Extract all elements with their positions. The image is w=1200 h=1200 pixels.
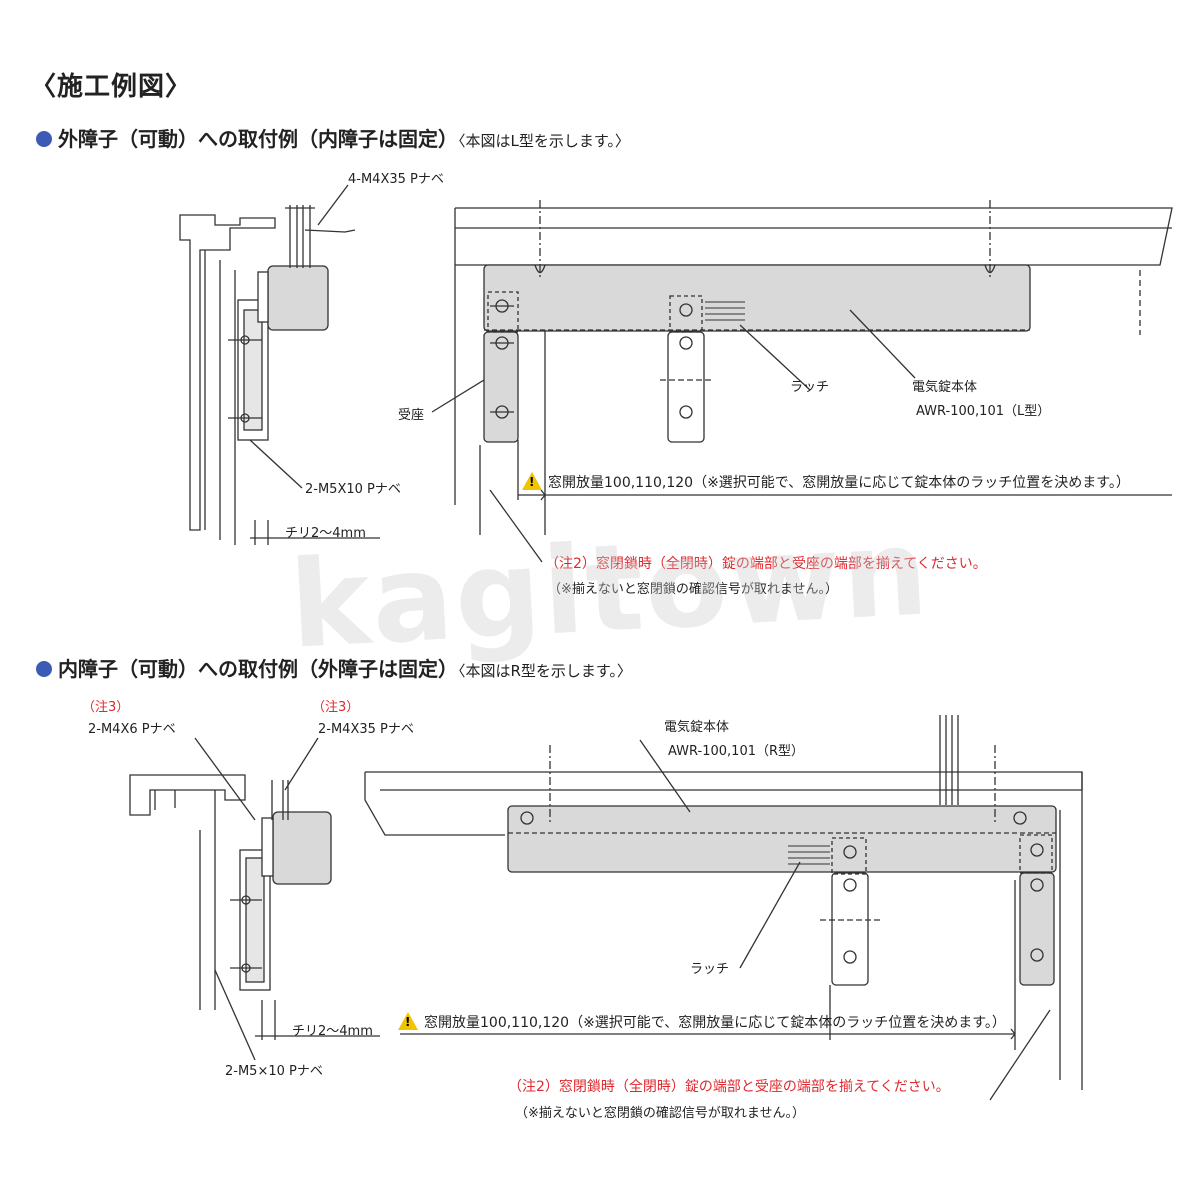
section1-note-black: （※揃えないと窓閉鎖の確認信号が取れません。） <box>548 582 839 597</box>
page-title: 〈施工例図〉 <box>30 72 193 102</box>
bullet-icon <box>36 661 52 677</box>
section2-latch-label: ラッチ <box>690 962 730 977</box>
section1-warning: 窓開放量100,110,120（※選択可能で、窓開放量に応じて錠本体のラッチ位置… <box>522 472 1130 492</box>
section2-heading: 内障子（可動）への取付例（外障子は固定）〈本図はR型を示します。〉 <box>36 653 632 682</box>
section2-screw-bottom-label: 2-M5×10 Pナベ <box>225 1064 323 1079</box>
section2-warning: 窓開放量100,110,120（※選択可能で、窓開放量に応じて錠本体のラッチ位置… <box>398 1012 1006 1032</box>
section2-body-label: 電気錠本体 <box>664 720 730 735</box>
section1-screw-bottom-label: 2-M5X10 Pナベ <box>305 482 401 497</box>
section1-screw-top-label: 4-M4X35 Pナベ <box>348 172 444 187</box>
section2-cross-section <box>129 737 380 1061</box>
section2-note-red: （注2）窓閉鎖時（全閉時）錠の端部と受座の端部を揃えてください。 <box>508 1079 950 1095</box>
section1-body-model: AWR-100,101（L型） <box>916 404 1051 419</box>
section1-elevation <box>431 200 1173 563</box>
section1-subheading: 〈本図はL型を示します。〉 <box>458 132 630 150</box>
section2-screw-left-label: 2-M4X6 Pナベ <box>88 722 176 737</box>
warning-icon <box>522 472 542 490</box>
section1-ukeza-label: 受座 <box>398 408 425 423</box>
section2-warning-text: 窓開放量100,110,120（※選択可能で、窓開放量に応じて錠本体のラッチ位置… <box>424 1015 1006 1031</box>
section2-heading-text: 内障子（可動）への取付例（外障子は固定） <box>58 657 458 681</box>
section1-note-red: （注2）窓閉鎖時（全閉時）錠の端部と受座の端部を揃えてください。 <box>545 556 987 572</box>
section1-warning-text: 窓開放量100,110,120（※選択可能で、窓開放量に応じて錠本体のラッチ位置… <box>548 475 1130 491</box>
section2-note3-left: （注3） <box>82 700 130 715</box>
section2-note3-right: （注3） <box>312 700 360 715</box>
section1-cross-section <box>179 184 380 545</box>
section2-screw-right-label: 2-M4X35 Pナベ <box>318 722 414 737</box>
section2-elevation <box>364 715 1083 1101</box>
section1-latch-label: ラッチ <box>790 380 830 395</box>
section2-subheading: 〈本図はR型を示します。〉 <box>458 662 632 680</box>
section1-heading-text: 外障子（可動）への取付例（内障子は固定） <box>58 127 458 151</box>
warning-icon <box>398 1012 418 1030</box>
section1-heading: 外障子（可動）への取付例（内障子は固定）〈本図はL型を示します。〉 <box>36 123 630 152</box>
bullet-icon <box>36 131 52 147</box>
section1-body-label: 電気錠本体 <box>912 380 978 395</box>
section2-chiri-label: チリ2～4mm <box>292 1024 373 1039</box>
section2-body-model: AWR-100,101（R型） <box>668 744 805 759</box>
section1-chiri-label: チリ2～4mm <box>285 526 366 541</box>
section2-note-black: （※揃えないと窓閉鎖の確認信号が取れません。） <box>515 1106 806 1121</box>
